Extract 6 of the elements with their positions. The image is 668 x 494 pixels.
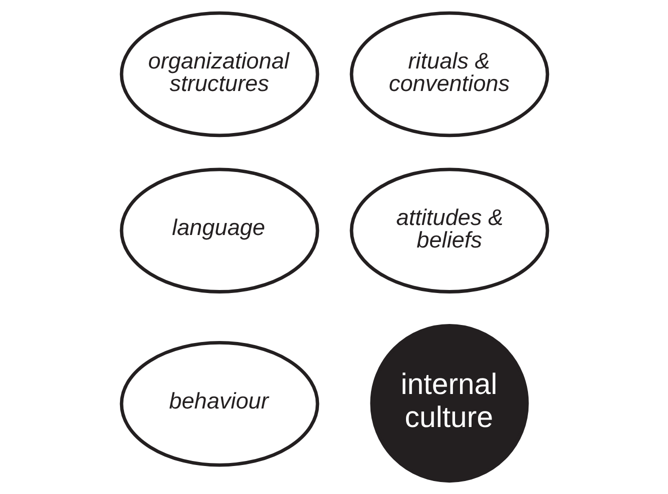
node-ellipse: attitudes & beliefs <box>349 168 549 294</box>
node-ellipse: language <box>119 168 319 294</box>
node-ellipse: behaviour <box>119 341 319 467</box>
node-ellipse: organizational structures <box>119 11 319 138</box>
node-circle: internal culture <box>370 324 528 483</box>
node-ellipse: rituals & conventions <box>349 11 549 138</box>
